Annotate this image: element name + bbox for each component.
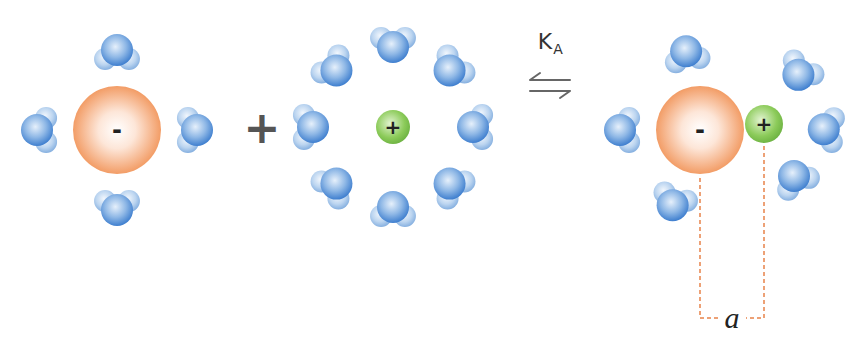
constant-symbol: K [536,31,554,53]
charge-sign: + [756,114,773,134]
oxygen-atom [377,31,409,63]
forward-arrow [530,91,570,98]
water-molecule [311,168,353,210]
oxygen-atom [670,35,702,67]
oxygen-atom [21,114,53,146]
bracket-line [746,146,764,318]
oxygen-atom [782,59,814,91]
water-molecule [94,34,140,70]
water-molecule [782,50,824,91]
water-molecule [293,104,329,150]
cation-sphere: + [376,110,410,144]
oxygen-atom [101,34,133,66]
water-molecule [21,107,57,153]
water-molecule [604,107,640,153]
anion-sphere: - [656,86,744,174]
water-molecule [94,190,140,226]
water-molecule [434,45,476,87]
water-molecule [434,168,476,210]
plus-sign: + [242,106,283,150]
oxygen-atom [320,54,352,86]
water-molecule [457,104,493,150]
water-molecule [777,160,820,201]
charge-sign: - [695,118,705,142]
oxygen-atom [101,194,133,226]
bracket-line [700,178,718,318]
oxygen-atom [181,114,213,146]
oxygen-atom [377,191,409,223]
distance-label: a [723,303,742,333]
oxygen-atom [808,113,840,145]
water-molecule [654,182,698,222]
water-molecule [665,35,711,73]
oxygen-atom [297,111,329,143]
cation-sphere: + [745,105,783,143]
oxygen-atom [604,114,636,146]
oxygen-atom [657,189,689,221]
oxygen-atom [457,111,489,143]
water-molecule [370,191,416,227]
equilibrium-arrows [530,73,570,98]
water-molecule [311,45,353,87]
oxygen-atom [778,160,810,192]
oxygen-atom [434,168,466,200]
oxygen-atom [320,168,352,200]
reverse-arrow [530,73,570,80]
oxygen-atom [434,54,466,86]
water-molecule [370,27,416,63]
anion-sphere: - [73,86,161,174]
charge-sign: + [385,117,402,137]
constant-subscript: A [551,42,565,56]
charge-sign: - [112,118,122,142]
water-molecule [808,107,845,153]
water-molecule [177,107,213,153]
